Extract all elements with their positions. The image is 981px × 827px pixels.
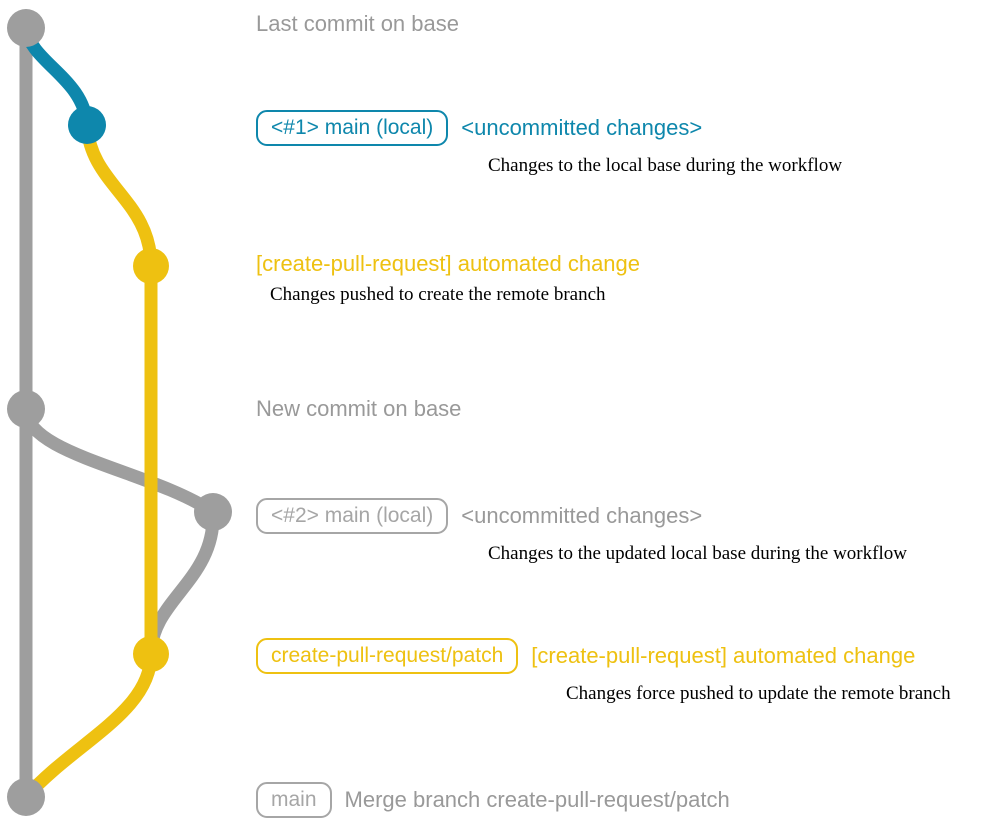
- commit-subject: Merge branch create-pull-request/patch: [344, 787, 730, 812]
- commit-note: Changes pushed to create the remote bran…: [270, 284, 606, 305]
- commit-note: Changes to the local base during the wor…: [488, 155, 843, 176]
- commit-note: Changes force pushed to update the remot…: [566, 683, 951, 704]
- row-local-commit-1: <#1> main (local) <uncommitted changes> …: [256, 110, 842, 175]
- remote2-to-merge-line: [19, 647, 158, 804]
- commit-subject: Last commit on base: [256, 11, 459, 36]
- row-remote-commit-1: [create-pull-request] automated change C…: [256, 251, 641, 305]
- commit-node-merge-commit[interactable]: [7, 778, 45, 816]
- commit-subject: [create-pull-request] automated change: [256, 251, 641, 276]
- branch-pill-local-2[interactable]: <#2> main (local): [256, 498, 449, 534]
- local1-to-remote1-line: [80, 118, 158, 273]
- commit-node-local-commit-2[interactable]: [194, 493, 232, 531]
- commit-node-remote-commit-2[interactable]: [133, 636, 169, 672]
- commit-subject: New commit on base: [256, 396, 462, 421]
- row-remote-commit-2: create-pull-request/patch [create-pull-r…: [256, 638, 951, 703]
- commit-node-new-commit-on-base[interactable]: [7, 390, 45, 428]
- row-last-commit-on-base: Last commit on base: [256, 13, 459, 35]
- commit-note: Changes to the updated local base during…: [488, 543, 907, 564]
- branch-pill-local-1[interactable]: <#1> main (local): [256, 110, 449, 146]
- commit-subject: <uncommitted changes>: [461, 503, 703, 528]
- local2-to-remote2-line: [144, 505, 220, 661]
- commit-node-last-commit-on-base[interactable]: [7, 9, 45, 47]
- row-merge-commit: main Merge branch create-pull-request/pa…: [256, 782, 730, 818]
- commit-node-remote-commit-1[interactable]: [133, 248, 169, 284]
- commit-subject: <uncommitted changes>: [461, 115, 703, 140]
- row-new-commit-on-base: New commit on base: [256, 398, 461, 420]
- branch-pill-main[interactable]: main: [256, 782, 332, 818]
- row-local-commit-2: <#2> main (local) <uncommitted changes> …: [256, 498, 907, 563]
- base-to-local2-line: [19, 402, 220, 519]
- commit-subject: [create-pull-request] automated change: [531, 643, 916, 668]
- commit-node-local-commit-1[interactable]: [68, 106, 106, 144]
- branch-pill-remote-patch[interactable]: create-pull-request/patch: [256, 638, 519, 674]
